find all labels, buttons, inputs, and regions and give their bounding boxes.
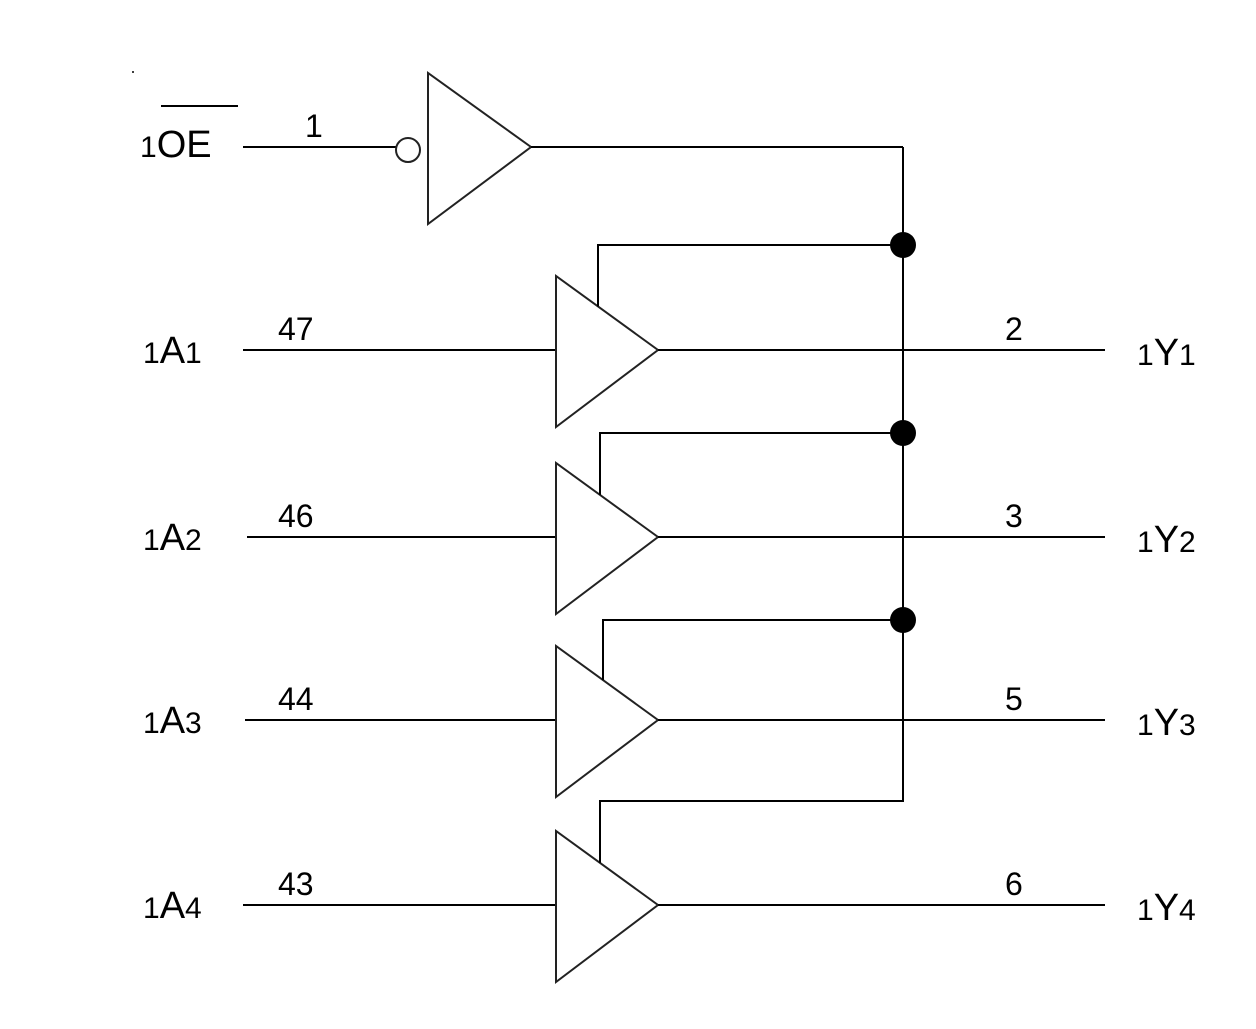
- output-pin-number: 5: [1005, 681, 1023, 717]
- enable-section: 1OE 1: [140, 71, 904, 802]
- output-label-name: Y: [1154, 702, 1179, 744]
- enable-label-name: OE: [157, 124, 212, 166]
- junction-dot-icon: [890, 232, 916, 258]
- output-label: 1Y2: [1137, 519, 1196, 561]
- output-label-index: 4: [1179, 894, 1196, 927]
- input-label: 1A1: [143, 330, 202, 372]
- input-label-prefix: 1: [143, 337, 160, 370]
- input-label-name: A: [160, 700, 186, 742]
- output-label-index: 2: [1179, 526, 1196, 559]
- output-label-name: Y: [1154, 332, 1179, 374]
- input-label: 1A2: [143, 517, 202, 559]
- input-label: 1A3: [143, 700, 202, 742]
- buffer-icon: [555, 274, 660, 430]
- stray-dot: [132, 71, 134, 73]
- enable-pin-number: 1: [305, 108, 323, 144]
- output-label: 1Y3: [1137, 702, 1196, 744]
- enable-tap-wire: [602, 619, 903, 681]
- input-label-index: 3: [185, 707, 202, 740]
- output-label-index: 3: [1179, 709, 1196, 742]
- output-label-prefix: 1: [1137, 526, 1154, 559]
- output-label-prefix: 1: [1137, 894, 1154, 927]
- output-pin-number: 6: [1005, 866, 1023, 902]
- junction-dot-icon: [890, 420, 916, 446]
- output-label-index: 1: [1179, 339, 1196, 372]
- output-label-name: Y: [1154, 887, 1179, 929]
- enable-tap-wire: [599, 800, 903, 863]
- inversion-bubble-icon: [395, 137, 421, 163]
- buffer-icon: [555, 461, 660, 617]
- output-label-name: Y: [1154, 519, 1179, 561]
- buffer-icon: [555, 644, 660, 800]
- input-label-index: 1: [185, 337, 202, 370]
- input-label: 1A4: [143, 885, 202, 927]
- input-label-name: A: [160, 517, 186, 559]
- enable-label-prefix: 1: [140, 131, 157, 164]
- output-label: 1Y1: [1137, 332, 1196, 374]
- enable-label: 1OE: [140, 124, 212, 166]
- output-label-prefix: 1: [1137, 709, 1154, 742]
- output-pin-number: 2: [1005, 311, 1023, 347]
- input-label-name: A: [160, 330, 186, 372]
- output-label: 1Y4: [1137, 887, 1196, 929]
- input-pin-number: 43: [278, 866, 314, 902]
- input-pin-number: 46: [278, 498, 314, 534]
- buffer-icon: [555, 829, 660, 985]
- input-label-prefix: 1: [143, 707, 160, 740]
- output-label-prefix: 1: [1137, 339, 1154, 372]
- input-label-index: 2: [185, 524, 202, 557]
- output-pin-number: 3: [1005, 498, 1023, 534]
- input-label-prefix: 1: [143, 892, 160, 925]
- input-label-index: 4: [185, 892, 202, 925]
- enable-tap-wire: [599, 432, 903, 495]
- enable-buffer-icon: [427, 71, 533, 226]
- input-label-prefix: 1: [143, 524, 160, 557]
- input-pin-number: 47: [278, 311, 314, 347]
- junction-dot-icon: [890, 607, 916, 633]
- enable-tap-wire: [597, 244, 903, 307]
- input-pin-number: 44: [278, 681, 314, 717]
- input-label-name: A: [160, 885, 186, 927]
